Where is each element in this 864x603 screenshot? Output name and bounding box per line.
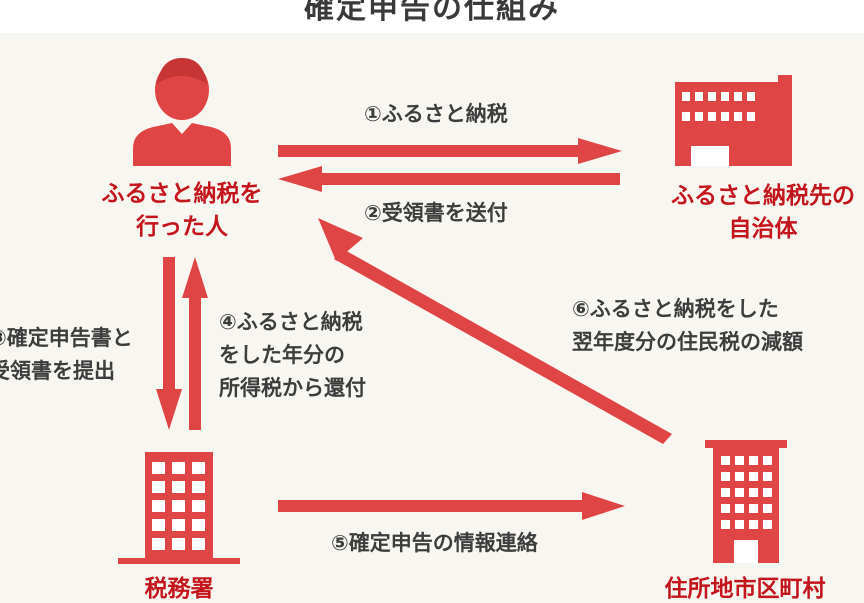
page-title: 確定申告の仕組み: [304, 0, 560, 26]
step-2-label: ②受領書を送付: [364, 201, 508, 225]
entity-residence-label: 住所地市区町村: [664, 576, 826, 602]
step-4-label: ④ふるさと納税 をした年分の 所得税から還付: [219, 310, 366, 400]
office-building-icon: [675, 75, 792, 166]
arrow-step-2: [278, 166, 620, 192]
arrow-step-4: [182, 257, 208, 430]
arrow-step-5: [278, 492, 625, 520]
step-5-label: ⑤確定申告の情報連絡: [331, 531, 538, 555]
step-3-label: ③確定申告書と 受領書を提出: [0, 326, 133, 383]
arrow-step-1: [278, 138, 622, 164]
entity-donor-label: ふるさと納税を 行った人: [101, 181, 263, 240]
city-hall-building-icon: [705, 440, 787, 563]
arrow-step-3: [156, 257, 182, 430]
tax-office-building-icon: [118, 452, 240, 564]
entity-municipality-label: ふるさと納税先の 自治体: [671, 183, 855, 242]
step-1-label: ①ふるさと納税: [364, 102, 508, 126]
step-6-label: ⑥ふるさと納税をした 翌年度分の住民税の減額: [572, 297, 803, 354]
arrow-step-6: [318, 218, 672, 444]
person-icon: [133, 58, 231, 166]
entity-tax-office-label: 税務署: [144, 576, 214, 602]
